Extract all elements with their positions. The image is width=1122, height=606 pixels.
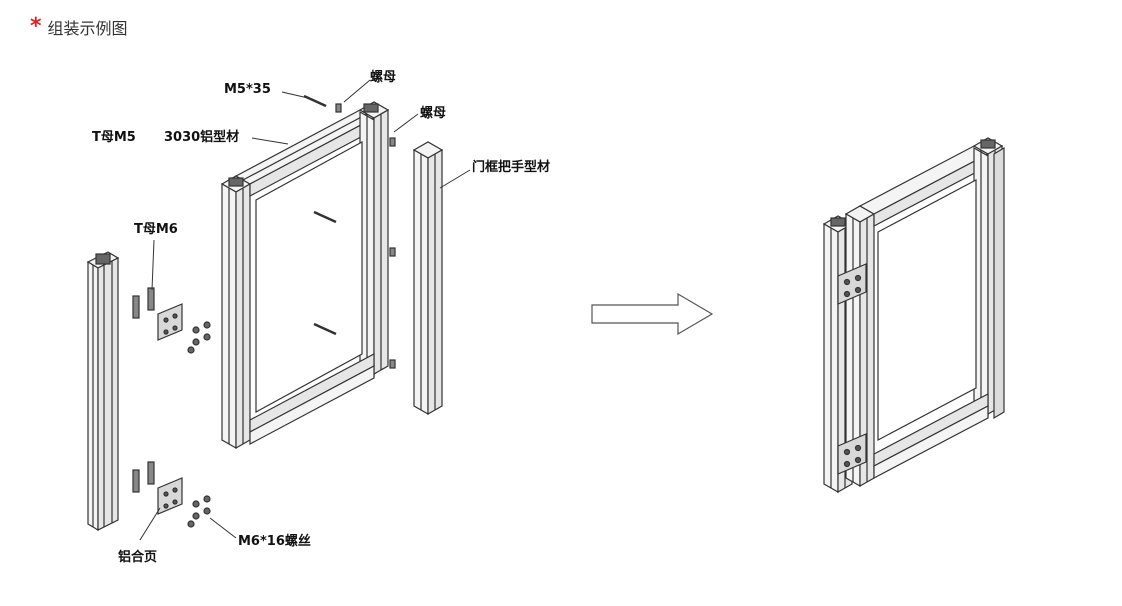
assembled-door — [822, 137, 1005, 494]
label-hinge: 铝合页 — [118, 550, 158, 565]
label-profile-3030: 3030铝型材 — [164, 130, 240, 145]
label-tnut-m5: T母M5 — [92, 130, 136, 145]
label-handle-profile: 门框把手型材 — [472, 160, 551, 175]
hinge-group-bottom — [132, 461, 211, 528]
right-arrow-icon — [591, 292, 714, 336]
section-title: 组装示例图 — [47, 19, 128, 38]
label-tnut-m6: T母M6 — [134, 222, 178, 237]
hinge-group-top — [132, 287, 211, 354]
door-frame-exploded — [220, 94, 390, 450]
side-nuts — [335, 103, 396, 369]
section-header: * 组装示例图 — [30, 14, 128, 40]
label-screw-m5: M5*35 — [224, 82, 271, 97]
label-screw-m6: M6*16螺丝 — [238, 534, 311, 549]
label-nut-side: 螺母 — [420, 106, 447, 121]
left-vertical-profile — [86, 251, 120, 532]
handle-profile — [412, 141, 444, 416]
label-nut-top: 螺母 — [370, 70, 397, 85]
leader-lines — [139, 79, 471, 541]
required-star-icon: * — [30, 14, 42, 39]
